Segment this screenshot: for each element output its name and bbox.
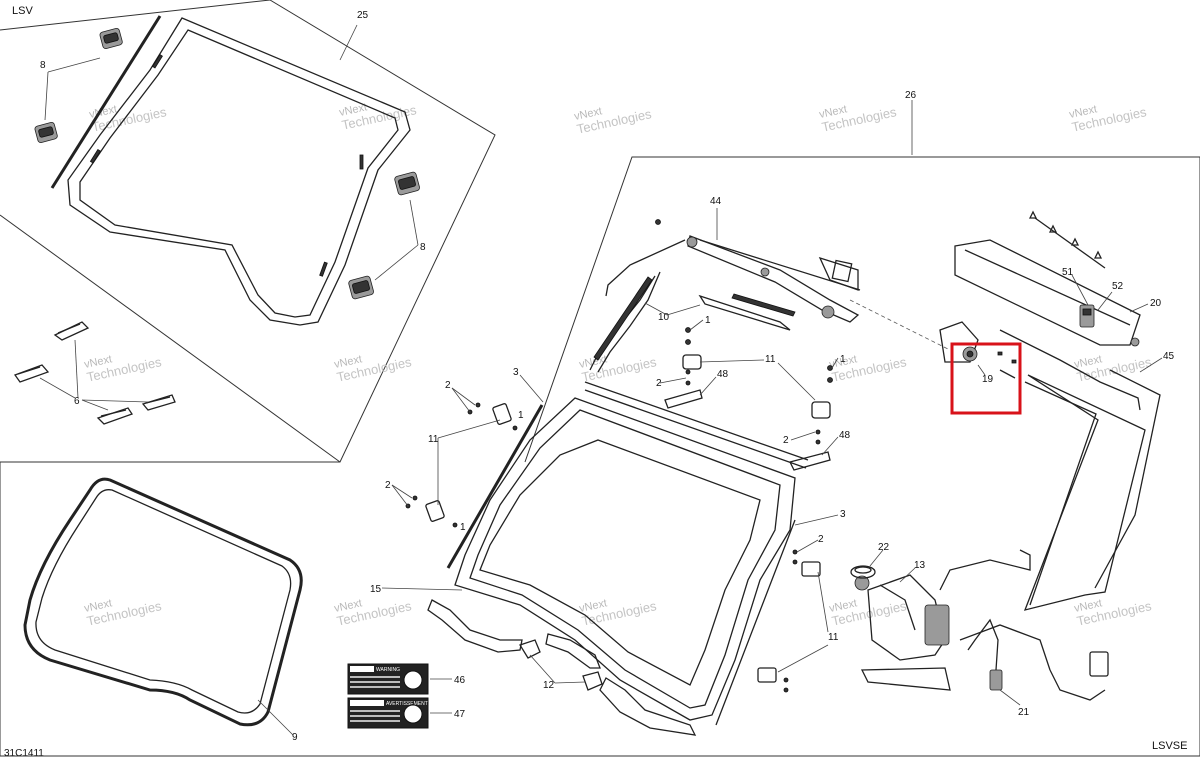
svg-text:WARNING: WARNING — [376, 667, 400, 673]
wiper-arms-10 — [589, 271, 796, 373]
callout-12: 12 — [543, 680, 555, 691]
svg-text:vNext: vNext — [818, 103, 848, 121]
callout-26: 26 — [905, 90, 917, 101]
callout-2-upper-a: 2 — [656, 378, 662, 389]
clips-12 — [519, 639, 603, 691]
wiper-motor-cover-20 — [939, 239, 1141, 363]
callout-6: 6 — [74, 396, 80, 407]
svg-text:vNext: vNext — [333, 353, 363, 371]
callout-8-left: 8 — [40, 60, 46, 71]
svg-text:vNext: vNext — [83, 353, 113, 371]
callout-52: 52 — [1112, 281, 1124, 292]
callout-20: 20 — [1150, 298, 1162, 309]
corner-label-lsvse: LSVSE — [1152, 740, 1188, 752]
warning-label-46: WARNING — [347, 663, 429, 695]
reservoir-cap-22 — [850, 565, 876, 579]
callout-19: 19 — [982, 374, 994, 385]
callout-2-frame-c: 2 — [818, 534, 824, 545]
svg-text:vNext: vNext — [333, 597, 363, 615]
callout-1-right: 1 — [840, 354, 846, 365]
callout-1-frame-b: 1 — [460, 522, 466, 533]
svg-text:vNext: vNext — [573, 105, 603, 123]
highlight-part-19 — [950, 342, 1022, 415]
callout-25: 25 — [357, 10, 369, 21]
callout-51: 51 — [1062, 267, 1074, 278]
callout-48-upper: 48 — [717, 369, 729, 380]
drawing-number: 31C1411 — [4, 748, 44, 759]
svg-text:vNext: vNext — [578, 597, 608, 615]
washer-pump-21 — [939, 549, 1109, 701]
panel-45 — [999, 329, 1161, 611]
callout-13: 13 — [914, 560, 926, 571]
callout-15: 15 — [370, 584, 382, 595]
svg-text:vNext: vNext — [828, 597, 858, 615]
washer-reservoir-13 — [854, 574, 951, 691]
corner-label-lsv: LSV — [12, 5, 33, 17]
svg-text:vNext: vNext — [1073, 353, 1103, 371]
seal-9 — [23, 477, 303, 736]
frame-hinge-brackets — [405, 402, 821, 693]
callout-48-lower: 48 — [839, 430, 851, 441]
callout-11-lower: 11 — [828, 632, 839, 643]
callout-1-left: 1 — [705, 315, 711, 326]
screws-top-right — [1028, 210, 1106, 269]
callout-2-frame-a: 2 — [445, 380, 451, 391]
svg-text:vNext: vNext — [338, 101, 368, 119]
wiper-motor-19 — [962, 346, 1017, 379]
windshield-glass-lsv — [50, 15, 411, 326]
svg-text:vNext: vNext — [828, 353, 858, 371]
warning-label-47: AVERTISSEMENT — [347, 697, 429, 729]
callout-10: 10 — [658, 312, 670, 323]
callout-22: 22 — [878, 542, 890, 553]
clips-8 — [34, 27, 420, 300]
pads-6 — [13, 321, 176, 425]
callout-46: 46 — [454, 675, 466, 686]
svg-text:AVERTISSEMENT: AVERTISSEMENT — [386, 701, 428, 707]
callout-3-right: 3 — [840, 509, 846, 520]
svg-text:vNext: vNext — [1073, 597, 1103, 615]
callout-47: 47 — [454, 709, 466, 720]
callout-8-right: 8 — [420, 242, 426, 253]
callout-9: 9 — [292, 732, 298, 743]
windshield-frame-3 — [446, 381, 809, 726]
svg-text:vNext: vNext — [1068, 103, 1098, 121]
leader-lines-lsv — [44, 24, 419, 281]
lower-seal-15 — [427, 599, 697, 736]
svg-text:vNext: vNext — [83, 597, 113, 615]
wiper-linkage-44 — [605, 235, 861, 323]
callout-44: 44 — [710, 196, 722, 207]
callout-45: 45 — [1163, 351, 1175, 362]
callout-11-frame: 11 — [428, 434, 439, 445]
callout-1-frame-a: 1 — [518, 410, 524, 421]
callout-2-upper-b: 2 — [783, 435, 789, 446]
callout-11-upper-a: 11 — [765, 354, 776, 365]
callout-21: 21 — [1018, 707, 1030, 718]
callout-2-frame-b: 2 — [385, 480, 391, 491]
callout-3-left: 3 — [513, 367, 519, 378]
